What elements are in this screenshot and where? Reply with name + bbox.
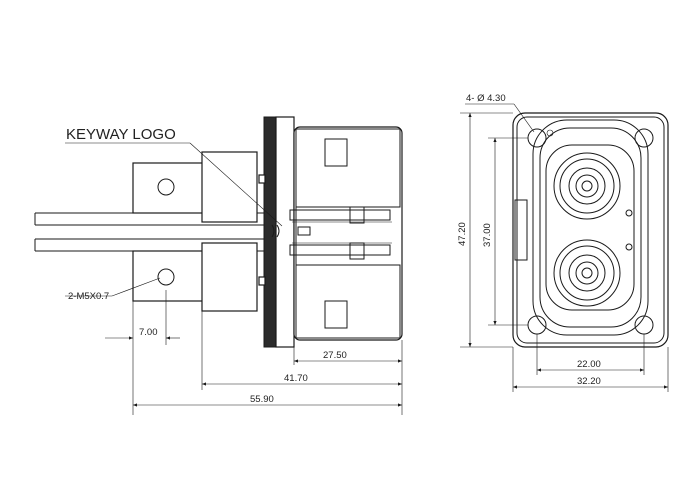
dim-32-20: 32.20 <box>577 376 601 387</box>
flange <box>258 116 295 348</box>
front-extension-lines <box>460 112 669 392</box>
terminal-lower <box>553 239 621 307</box>
dim-22-00: 22.00 <box>577 359 601 370</box>
crimp-body <box>201 151 258 312</box>
cable-lug-lower <box>132 250 205 302</box>
dim-7-00: 7.00 <box>139 327 158 338</box>
hole-label: 4- Ø 4.30 <box>466 93 506 104</box>
dimension-lines <box>105 336 402 407</box>
dim-41-70: 41.70 <box>284 373 308 384</box>
housing <box>271 126 403 341</box>
signal-pins <box>625 209 633 251</box>
side-view: KEYWAY LOGO 2-M5X0.7 7.00 27.50 41.70 55… <box>34 116 403 415</box>
dim-47-20: 47.20 <box>457 222 468 246</box>
cable-lug-upper <box>132 162 205 214</box>
extension-lines <box>132 290 403 415</box>
dim-27-50: 27.50 <box>323 350 347 361</box>
keyway-leader-diag <box>189 142 283 227</box>
thread-label: 2-M5X0.7 <box>68 291 109 302</box>
receptacle-body <box>514 119 649 336</box>
dim-37-00: 37.00 <box>482 223 493 247</box>
hole-leader-diag <box>513 103 535 133</box>
front-flange <box>512 112 669 348</box>
thread-leader <box>111 277 161 297</box>
dim-55-90: 55.90 <box>250 394 274 405</box>
terminal-upper <box>553 152 621 220</box>
front-view: 4- Ø 4.30 47.20 37.00 22.00 32.20 <box>457 93 669 392</box>
front-dimension-lines <box>468 113 668 389</box>
keyway-logo-label: KEYWAY LOGO <box>66 126 176 143</box>
